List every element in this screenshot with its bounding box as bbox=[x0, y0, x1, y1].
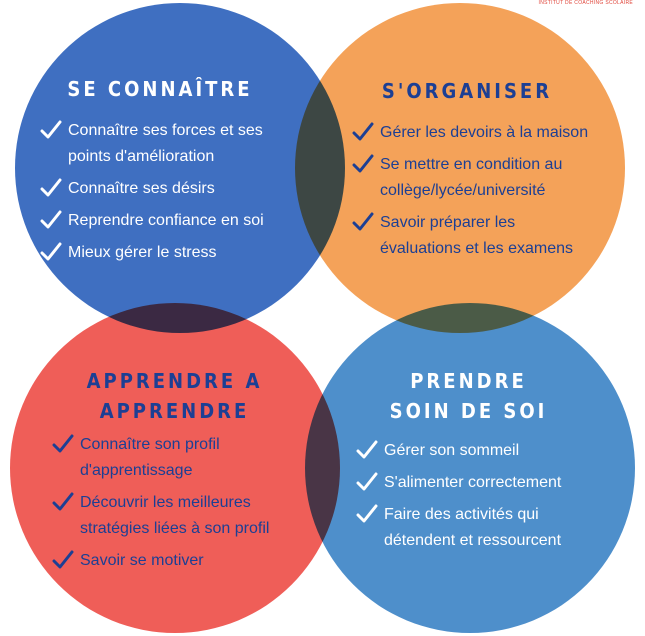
list-apprendre-a-apprendre: Connaître son profil d'apprentissage Déco… bbox=[52, 432, 322, 574]
list-item: Gérer les devoirs à la maison bbox=[352, 120, 632, 146]
title-se-connaitre: SE CONNAÎTRE bbox=[40, 74, 280, 104]
title-line: SE CONNAÎTRE bbox=[67, 77, 253, 101]
list-prendre-soin-de-soi: Gérer son sommeil S'alimenter correcteme… bbox=[356, 438, 626, 554]
list-item: Connaître ses désirs bbox=[40, 176, 320, 202]
circle-se-connaitre bbox=[15, 3, 345, 333]
item-line: Connaître ses forces et ses bbox=[68, 122, 263, 139]
checkmark-icon bbox=[40, 210, 62, 230]
item-line: Savoir préparer les bbox=[380, 214, 516, 231]
list-item: Faire des activités qui détendent et ress… bbox=[356, 502, 626, 554]
item-line: Connaître son profil bbox=[80, 436, 220, 453]
circle-apprendre-a-apprendre bbox=[10, 303, 340, 633]
checkmark-icon bbox=[40, 178, 62, 198]
checkmark-icon bbox=[40, 120, 62, 140]
quadrant-prendre-soin-de-soi: PRENDRE SOIN DE SOI Gérer son sommeil S'… bbox=[356, 366, 626, 560]
title-line: SOIN DE SOI bbox=[389, 399, 548, 423]
item-line: collège/lycée/université bbox=[380, 182, 546, 199]
item-line: points d'amélioration bbox=[68, 148, 215, 165]
list-item: Découvrir les meilleures stratégies liées… bbox=[52, 490, 322, 542]
item-line: Gérer les devoirs à la maison bbox=[380, 124, 589, 141]
checkmark-icon bbox=[52, 434, 74, 454]
quadrant-se-connaitre: SE CONNAÎTRE Connaître ses forces et ses… bbox=[40, 74, 320, 272]
checkmark-icon bbox=[40, 242, 62, 262]
item-line: Se mettre en condition au bbox=[380, 156, 563, 173]
title-line: S'ORGANISER bbox=[381, 79, 553, 103]
checkmark-icon bbox=[352, 154, 374, 174]
item-line: Faire des activités qui bbox=[384, 506, 539, 523]
header-note: INSTITUT DE COACHING SCOLAIRE bbox=[538, 0, 633, 6]
item-line: d'apprentissage bbox=[80, 462, 193, 479]
circle-s-organiser bbox=[295, 3, 625, 333]
list-item: Connaître ses forces et ses points d'amél… bbox=[40, 118, 320, 170]
title-prendre-soin-de-soi: PRENDRE SOIN DE SOI bbox=[356, 366, 581, 426]
item-line: Connaître ses désirs bbox=[68, 180, 215, 197]
title-line: APPRENDRE A bbox=[86, 369, 263, 393]
list-item: Mieux gérer le stress bbox=[40, 240, 320, 266]
quadrant-apprendre-a-apprendre: APPRENDRE A APPRENDRE Connaître son prof… bbox=[52, 366, 322, 580]
list-item: Gérer son sommeil bbox=[356, 438, 626, 464]
list-item: Se mettre en condition au collège/lycée/u… bbox=[352, 152, 632, 204]
checkmark-icon bbox=[356, 472, 378, 492]
checkmark-icon bbox=[352, 122, 374, 142]
list-item: Connaître son profil d'apprentissage bbox=[52, 432, 322, 484]
list-item: Savoir se motiver bbox=[52, 548, 322, 574]
list-se-connaitre: Connaître ses forces et ses points d'amél… bbox=[40, 118, 320, 266]
item-line: stratégies liées à son profil bbox=[80, 520, 270, 537]
item-line: Gérer son sommeil bbox=[384, 442, 520, 459]
list-item: Reprendre confiance en soi bbox=[40, 208, 320, 234]
list-s-organiser: Gérer les devoirs à la maison Se mettre … bbox=[352, 120, 632, 262]
list-item: Savoir préparer les évaluations et les ex… bbox=[352, 210, 632, 262]
circle-prendre-soin-de-soi bbox=[305, 303, 635, 633]
quadrant-s-organiser: S'ORGANISER Gérer les devoirs à la maiso… bbox=[352, 76, 632, 268]
title-line: PRENDRE bbox=[410, 369, 527, 393]
item-line: Savoir se motiver bbox=[80, 552, 204, 569]
list-item: S'alimenter correctement bbox=[356, 470, 626, 496]
title-line: APPRENDRE bbox=[99, 399, 250, 423]
checkmark-icon bbox=[52, 550, 74, 570]
checkmark-icon bbox=[356, 440, 378, 460]
item-line: Découvrir les meilleures bbox=[80, 494, 251, 511]
title-s-organiser: S'ORGANISER bbox=[352, 76, 582, 106]
item-line: S'alimenter correctement bbox=[384, 474, 562, 491]
checkmark-icon bbox=[356, 504, 378, 524]
item-line: Mieux gérer le stress bbox=[68, 244, 217, 261]
checkmark-icon bbox=[352, 212, 374, 232]
checkmark-icon bbox=[52, 492, 74, 512]
item-line: évaluations et les examens bbox=[380, 240, 573, 257]
title-apprendre-a-apprendre: APPRENDRE A APPRENDRE bbox=[52, 366, 297, 426]
item-line: Reprendre confiance en soi bbox=[68, 212, 264, 229]
item-line: détendent et ressourcent bbox=[384, 532, 562, 549]
